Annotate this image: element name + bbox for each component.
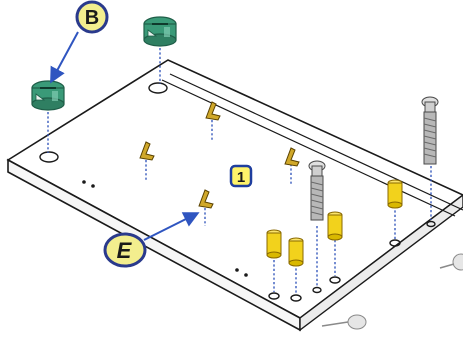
panel-groove-line bbox=[161, 79, 456, 217]
callout-e-arrow bbox=[143, 212, 200, 241]
step-number-badge: 1 bbox=[229, 164, 253, 188]
shelf-support bbox=[139, 141, 155, 161]
dowel bbox=[288, 237, 304, 267]
dowel bbox=[266, 229, 282, 259]
pilot-dot bbox=[91, 184, 95, 188]
cam-bolt bbox=[421, 96, 439, 165]
cam-lock-notch bbox=[35, 93, 46, 101]
callout-e-badge bbox=[103, 232, 147, 268]
edge-peg bbox=[321, 314, 367, 330]
pilot-dot bbox=[82, 180, 86, 184]
callout-b-arrow bbox=[50, 31, 79, 84]
dowel-hole bbox=[268, 292, 280, 300]
cam-bolt bbox=[308, 160, 326, 221]
panel-right-edge bbox=[299, 194, 463, 332]
dowel bbox=[387, 179, 403, 209]
cam-lock bbox=[31, 80, 65, 111]
holes bbox=[39, 82, 436, 302]
cam-lock-shine bbox=[52, 91, 58, 101]
shelf-support bbox=[198, 189, 214, 209]
edge-peg bbox=[439, 253, 463, 271]
bolt-hole bbox=[426, 220, 436, 228]
pilot-dots bbox=[82, 180, 248, 277]
shelf-support bbox=[205, 101, 221, 121]
pilot-dot bbox=[244, 273, 248, 277]
dowel-hole bbox=[329, 276, 341, 284]
callout-e: E bbox=[103, 232, 147, 268]
panel bbox=[6, 59, 463, 332]
dowel bbox=[327, 211, 343, 241]
callout-b-badge bbox=[75, 0, 109, 34]
cam-hole bbox=[39, 151, 59, 163]
guide-lines bbox=[47, 48, 432, 294]
cam-lock bbox=[143, 16, 177, 47]
dowel-hole bbox=[389, 239, 401, 247]
cam-lock-notch bbox=[147, 29, 158, 37]
shelf-support bbox=[284, 147, 300, 167]
callout-b-letter: B bbox=[85, 7, 99, 29]
step-number: 1 bbox=[237, 169, 245, 186]
callout-b: B bbox=[75, 0, 109, 34]
bolt-hole bbox=[312, 286, 322, 294]
dowel-hole bbox=[290, 294, 302, 302]
cam-lock-shine bbox=[164, 27, 170, 37]
callout-e-letter: E bbox=[117, 238, 133, 263]
pilot-dot bbox=[235, 268, 239, 272]
panel-groove-line bbox=[169, 73, 463, 211]
cam-hole bbox=[148, 82, 168, 94]
